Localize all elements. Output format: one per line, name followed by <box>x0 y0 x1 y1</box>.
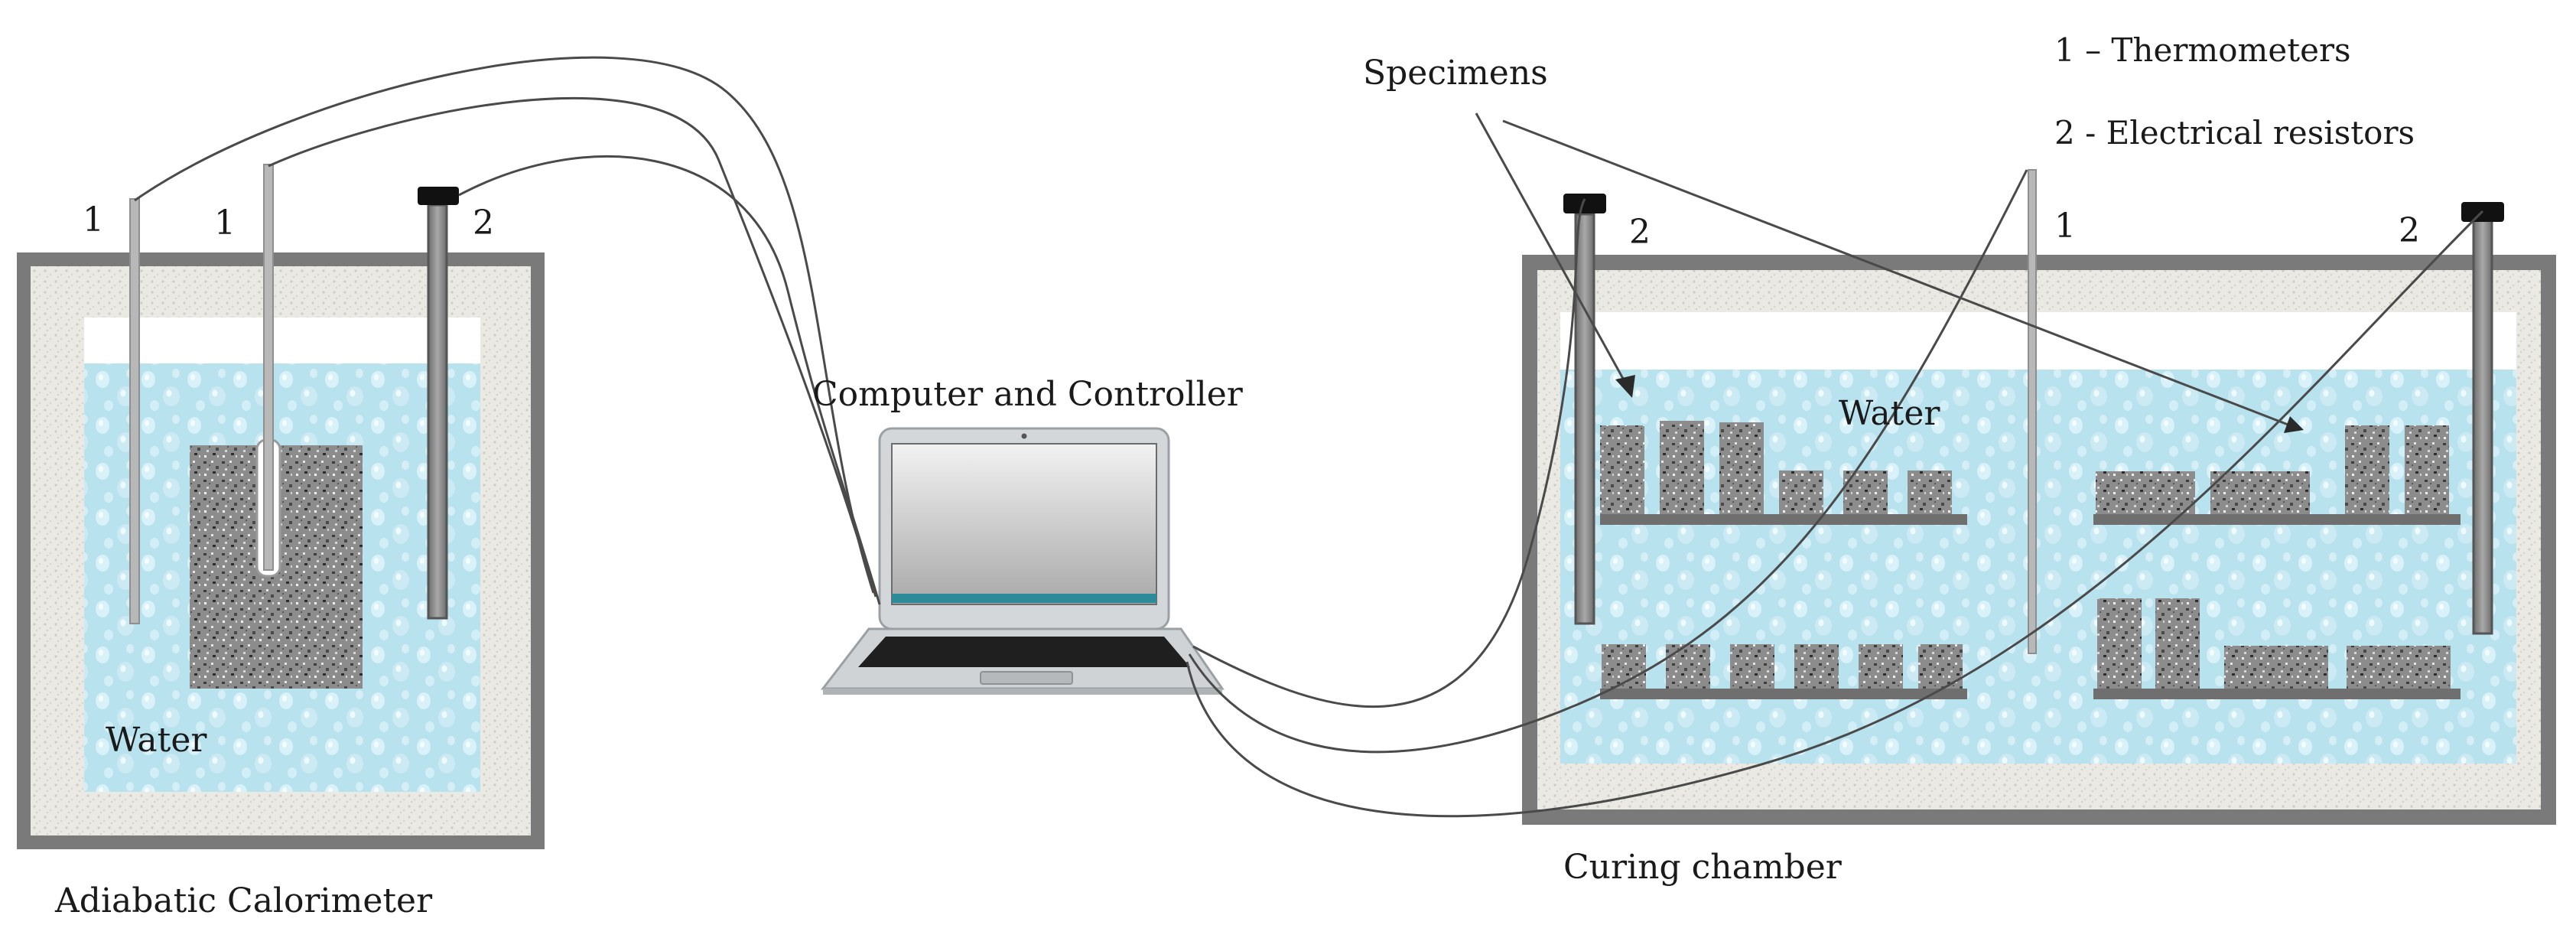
specimen <box>1719 422 1764 514</box>
specimen <box>2345 425 2389 514</box>
thermometer-number-label: 1 <box>83 200 104 239</box>
specimen-pointer-right-line <box>1502 119 2291 427</box>
thermometer-number-label: 1 <box>2054 207 2076 246</box>
chamber-air-gap <box>1560 312 2516 370</box>
calorimeter-air-gap <box>84 318 480 363</box>
wire-chamber-resistor-right <box>1186 210 2484 818</box>
chamber-resistor-left-cap <box>1563 194 1606 213</box>
specimen <box>1908 471 1952 514</box>
specimen <box>2347 646 2451 689</box>
specimen <box>2210 471 2310 514</box>
shelf-upper-left <box>1600 514 1967 525</box>
specimen-pointer-right-arrowhead <box>2284 416 2304 433</box>
specimen <box>1660 421 1704 514</box>
curing-chamber-title: Curing chamber <box>1563 848 1843 887</box>
specimen <box>1730 644 1774 689</box>
wire-thermometer-b <box>268 96 877 598</box>
legend-resistors: 2 - Electrical resistors <box>2054 114 2415 151</box>
wire-chamber-resistor-left <box>1192 198 1586 708</box>
thermometer-number-label: 1 <box>214 204 236 243</box>
shelf-lower-right <box>2093 689 2461 699</box>
specimen <box>2155 598 2200 689</box>
calorimeter-resistor-cap <box>418 187 459 205</box>
calorimeter-resistor-rod <box>427 204 448 620</box>
computer-controller-label: Computer and Controller <box>812 375 1244 414</box>
text-labels: 1 1 2 Water Adiabatic Calorimeter Comput… <box>54 31 2420 920</box>
specimen-pointer-left-arrowhead <box>1615 375 1635 398</box>
resistor-number-label: 2 <box>473 204 494 243</box>
specimen <box>1794 644 1839 689</box>
laptop-camera <box>1021 433 1027 439</box>
water-label-calorimeter: Water <box>106 721 207 760</box>
laptop-front-edge <box>823 689 1222 695</box>
shelf-upper-right <box>2093 514 2461 525</box>
calorimeter-title: Adiabatic Calorimeter <box>54 881 433 920</box>
laptop-screen-accent <box>892 594 1156 603</box>
laptop-touchpad <box>980 671 1073 685</box>
specimen-pointer-left-line <box>1475 112 1628 385</box>
specimen <box>1600 425 1644 514</box>
calorimeter-thermometer-a <box>129 198 140 624</box>
specimen <box>2224 646 2328 689</box>
resistor-number-label: 2 <box>1629 213 1651 252</box>
chamber-thermometer <box>2028 169 2037 654</box>
calorimeter-thermometer-b <box>263 164 274 571</box>
specimens-label: Specimens <box>1363 54 1548 93</box>
wire-thermometer-a <box>134 56 875 594</box>
curing-chamber <box>1522 169 2556 825</box>
legend-thermometers: 1 – Thermometers <box>2054 31 2351 69</box>
specimen <box>1666 644 1710 689</box>
specimen <box>2405 425 2449 514</box>
specimen <box>1779 471 1823 514</box>
laptop-screen <box>891 443 1157 605</box>
specimen <box>1602 644 1646 689</box>
laptop-keyboard <box>858 637 1190 667</box>
wire-resistor <box>458 155 881 605</box>
specimen <box>2096 471 2195 514</box>
chamber-resistor-right-rod <box>2472 219 2493 635</box>
specimen <box>1859 644 1903 689</box>
water-label-chamber: Water <box>1839 394 1940 433</box>
chamber-resistor-left-rod <box>1574 213 1595 625</box>
adiabatic-calorimeter <box>17 164 545 849</box>
connection-wires <box>134 56 2484 818</box>
shelf-lower-left <box>1600 689 1967 699</box>
specimen <box>1843 471 1888 514</box>
laptop-computer <box>820 427 1225 695</box>
specimen-pointers <box>1475 112 2304 433</box>
wire-chamber-thermometer <box>1188 169 2028 754</box>
specimen <box>2097 598 2142 689</box>
resistor-number-label: 2 <box>2399 211 2420 250</box>
